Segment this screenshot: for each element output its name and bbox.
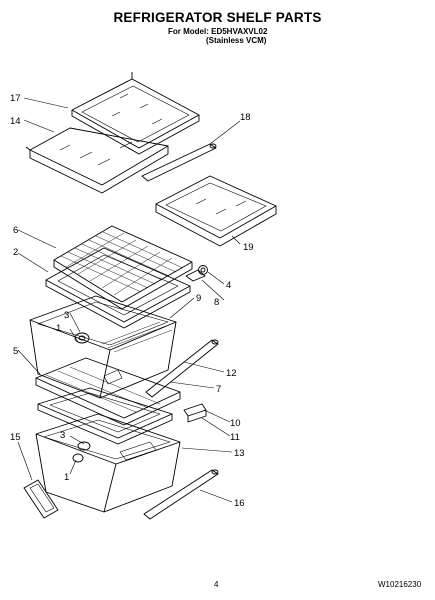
glass-shelf-19 [155, 175, 277, 247]
callout-17: 17 [10, 93, 21, 104]
crisper-drawer-13 [35, 413, 181, 513]
callout-4: 4 [226, 280, 231, 291]
callout-1-lower: 1 [64, 472, 69, 483]
trim-rod-16 [143, 469, 219, 520]
callout-3-upper: 3 [64, 310, 69, 321]
document-code: W10216230 [378, 580, 422, 589]
callout-12: 12 [226, 368, 237, 379]
trim-rod-18 [141, 143, 217, 182]
callout-1-upper: 1 [56, 323, 61, 334]
roller-3-upper [74, 332, 90, 344]
roller-3-lower [72, 441, 91, 463]
model-line: For Model: ED5HVAXVL02 [168, 27, 268, 36]
glass-shelf-17 [71, 72, 200, 155]
callout-9: 9 [196, 293, 201, 304]
callout-13: 13 [234, 448, 245, 459]
trim-rod-12 [145, 339, 219, 398]
callout-18: 18 [240, 112, 251, 123]
callout-16: 16 [234, 498, 245, 509]
label-panel-15 [23, 479, 59, 519]
callout-7: 7 [216, 384, 221, 395]
shelf-frame-14 [25, 127, 169, 194]
callout-19: 19 [243, 242, 254, 253]
callout-14: 14 [10, 116, 21, 127]
cover-frame-7 [37, 387, 173, 445]
callout-3-lower: 3 [60, 430, 65, 441]
humidity-slide-8 [185, 265, 208, 282]
callout-11: 11 [230, 432, 240, 443]
clip-10 [183, 403, 207, 423]
callout-6: 6 [13, 225, 18, 236]
callout-8: 8 [214, 297, 219, 308]
callout-10: 10 [230, 418, 241, 429]
finish-line: (Stainless VCM) [206, 36, 267, 45]
callout-2: 2 [13, 247, 18, 258]
callout-5: 5 [13, 346, 18, 357]
page-title: REFRIGERATOR SHELF PARTS [113, 10, 322, 25]
page-number: 4 [214, 580, 219, 589]
callout-15: 15 [10, 432, 21, 443]
